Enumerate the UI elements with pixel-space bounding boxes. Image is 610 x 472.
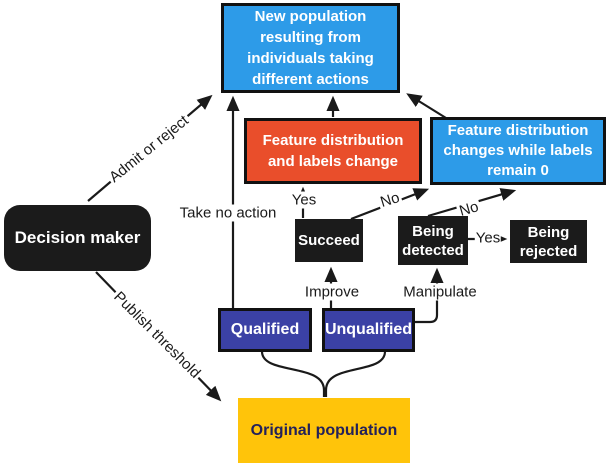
edge-qualified-origin (260, 351, 326, 397)
edge-manipulate (415, 267, 444, 324)
edge-label-yes-succeed: Yes (289, 191, 319, 209)
node-decision-maker: Decision maker (4, 205, 151, 271)
node-being-detected: Being detected (398, 216, 468, 265)
node-feature-distribution-labels-remain-label: Feature distribution changes while label… (443, 122, 593, 179)
node-original-population-label: Original population (250, 421, 398, 439)
node-being-rejected-label: Being rejected (519, 223, 578, 260)
node-unqualified: Unqualified (322, 308, 415, 352)
node-decision-maker-label: Decision maker (14, 228, 141, 247)
edge-label-take-no-action: Take no action (177, 204, 279, 222)
node-being-detected-label: Being detected (402, 222, 464, 259)
node-feature-distribution-labels-change-label: Feature distribution and labels change (262, 132, 404, 170)
edge-label-yes-detected: Yes (474, 229, 502, 247)
node-feature-distribution-labels-remain: Feature distribution changes while label… (430, 117, 606, 185)
node-unqualified-label: Unqualified (324, 321, 413, 338)
node-being-rejected: Being rejected (510, 220, 587, 263)
node-qualified: Qualified (218, 308, 312, 352)
node-succeed: Succeed (295, 219, 363, 262)
edge-blue-to-top (406, 93, 447, 119)
edge-label-manipulate: Manipulate (401, 283, 479, 301)
node-original-population: Original population (238, 398, 410, 463)
edge-unqualified-origin (324, 351, 387, 397)
node-new-population-label: New population resulting from individual… (247, 8, 374, 88)
edge-label-improve: Improve (302, 283, 362, 301)
node-qualified-label: Qualified (230, 321, 300, 338)
node-feature-distribution-labels-change: Feature distribution and labels change (244, 118, 422, 184)
node-succeed-label: Succeed (298, 232, 360, 249)
node-new-population: New population resulting from individual… (221, 3, 400, 93)
